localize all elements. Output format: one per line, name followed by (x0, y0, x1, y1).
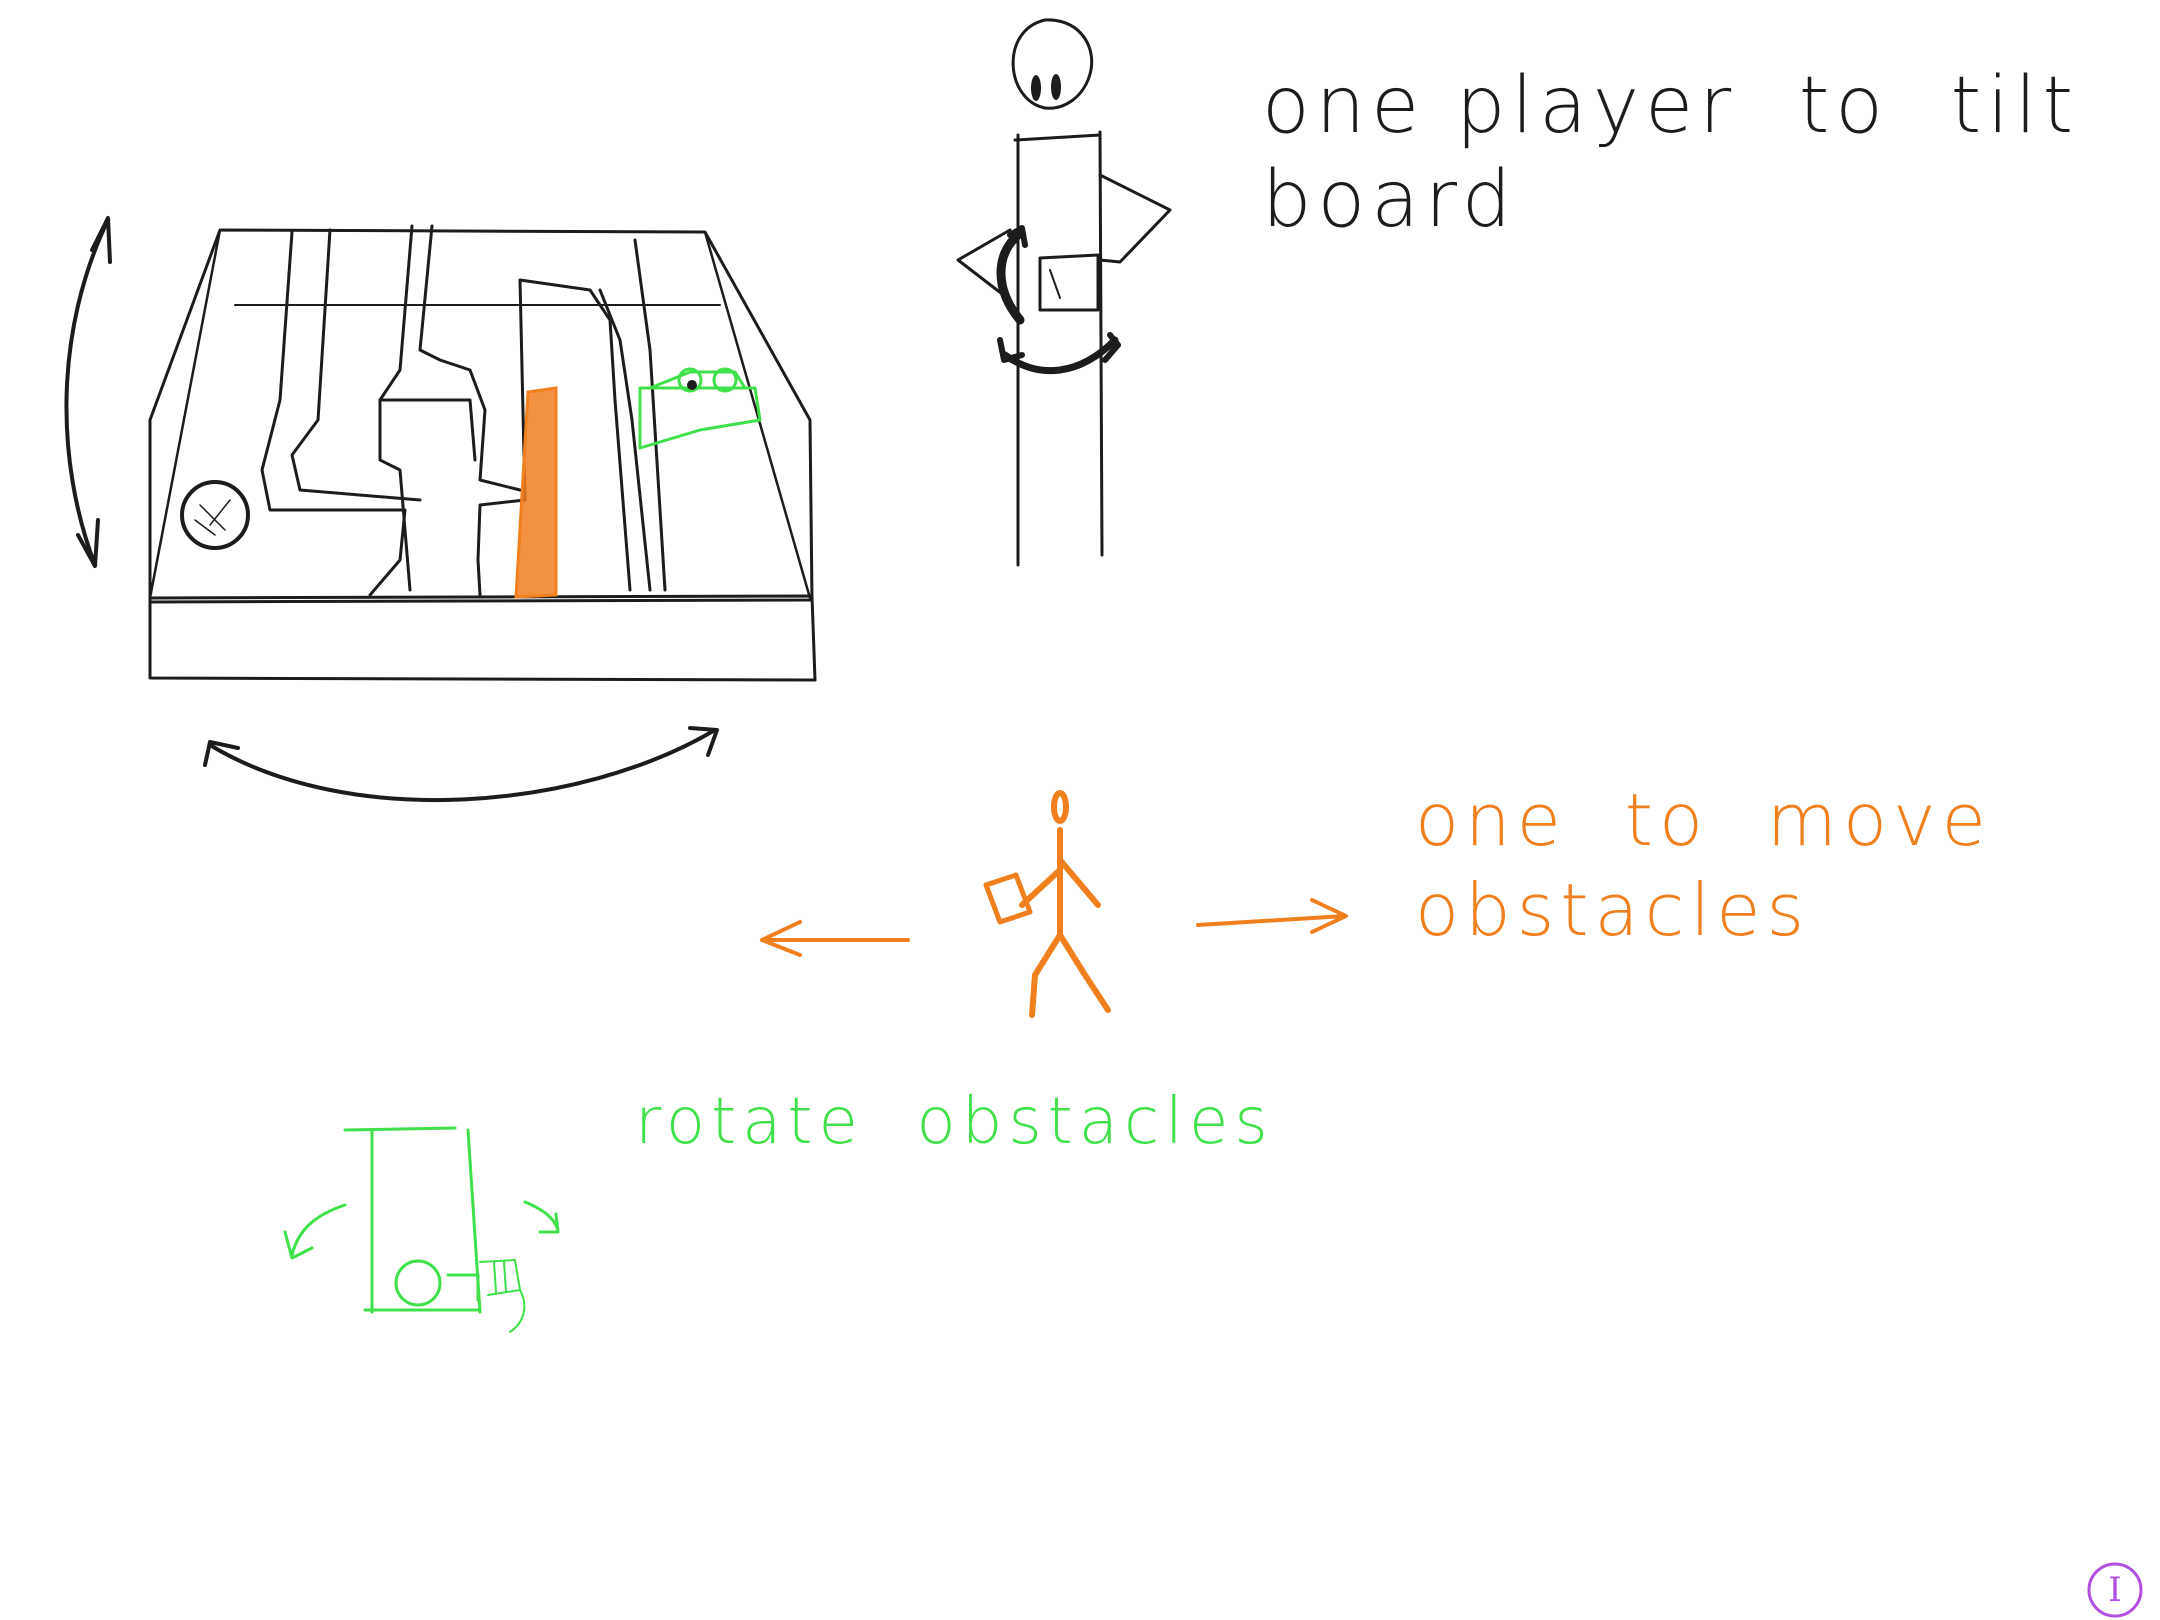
maze-wall (476, 278, 527, 597)
rotate-obstacle-detail (283, 1126, 560, 1333)
corner-mark-letter: I (2108, 1570, 2122, 1610)
move-player-figure (983, 790, 1111, 1018)
maze-wall (260, 230, 407, 597)
tilt-arrow-horizontal (203, 726, 719, 803)
board-outline (148, 228, 814, 604)
tilt-player-note: one player to tilt board (1262, 60, 2122, 247)
maze-wall (518, 278, 632, 592)
maze-wall (418, 224, 522, 492)
maze-ball (180, 480, 250, 550)
move-note-line1: one to move (1415, 778, 1992, 862)
corner-mark (2087, 1562, 2143, 1618)
tilt-note-line1: one player to tilt (1262, 61, 2080, 151)
tilt-note-line2: board (1262, 154, 1518, 245)
head (1011, 18, 1094, 110)
tilt-arrow-vertical (64, 216, 112, 568)
rotate-obstacles-label: rotate obstacles (635, 1085, 1274, 1159)
move-arrow-right (1196, 898, 1348, 934)
maze-board (148, 224, 817, 682)
board-front-edge (148, 594, 817, 682)
move-player-note: one to move obstacles (1415, 775, 2135, 955)
head (1051, 790, 1069, 824)
maze-wall (378, 398, 477, 462)
maze-wall (633, 238, 667, 592)
move-note-line2: obstacles (1415, 868, 1811, 952)
maze-wall (290, 228, 422, 502)
orange-gate-obstacle (514, 386, 558, 599)
tilt-player-figure (956, 18, 1172, 567)
green-rotating-obstacle (638, 367, 762, 450)
maze-wall (598, 288, 652, 592)
move-arrow-left (760, 920, 910, 957)
maze-wall (378, 224, 414, 592)
